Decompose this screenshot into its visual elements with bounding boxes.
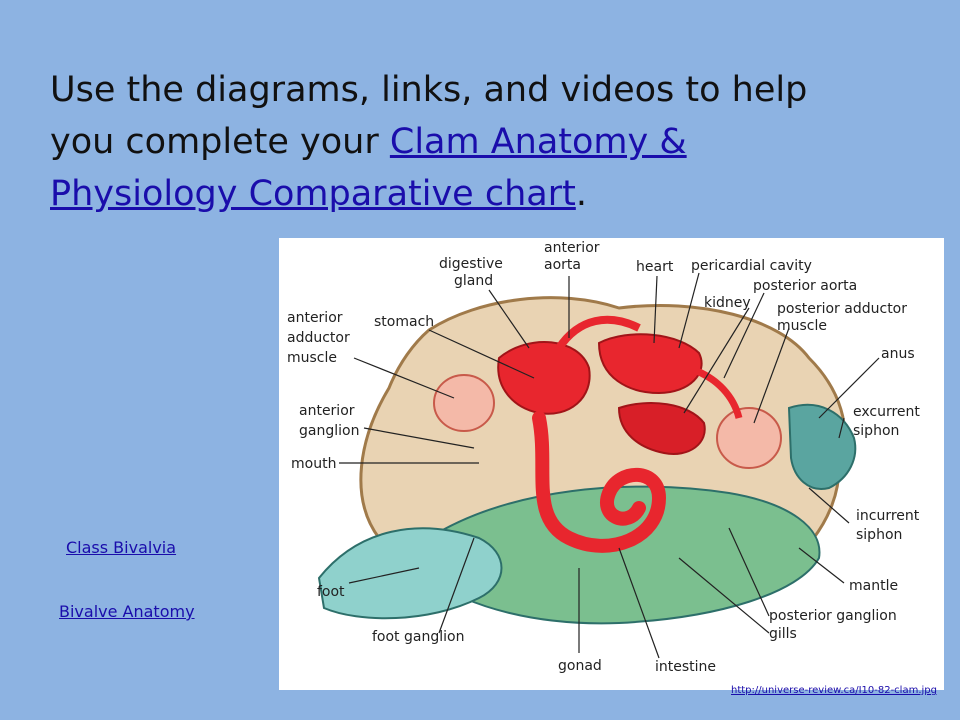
label-gills: gills [769, 626, 797, 642]
lead-pericardial [678, 272, 700, 349]
class-bivalvia-link[interactable]: Class Bivalvia [66, 538, 177, 557]
siphon [787, 403, 857, 490]
lead-heart [653, 275, 658, 344]
label-incurrent-2: siphon [856, 527, 902, 543]
lead-anus [818, 357, 880, 419]
bivalve-anatomy-link[interactable]: Bivalve Anatomy [59, 602, 195, 621]
label-foot: foot [317, 584, 345, 600]
label-stomach: stomach [374, 314, 434, 330]
label-anterior-ganglion-1: anterior [299, 403, 355, 419]
lead-intestine [618, 547, 660, 659]
clam-chart-link[interactable]: Clam Anatomy & Physiology Comparative ch… [50, 122, 687, 214]
label-pericardial-cavity: pericardial cavity [691, 258, 812, 274]
label-posterior-adductor-2: muscle [777, 318, 827, 334]
label-anus: anus [881, 346, 915, 362]
label-digestive-gland-1: digestive [439, 256, 503, 272]
label-posterior-adductor-1: posterior adductor [777, 301, 907, 317]
aorta-shape [555, 315, 641, 351]
label-anterior-adductor-2: adductor [287, 330, 350, 346]
lead-digestive-gland [488, 289, 530, 349]
stomach-shape [497, 341, 591, 415]
label-mouth: mouth [291, 456, 336, 472]
label-anterior-ganglion-2: ganglion [299, 423, 359, 439]
lead-mantle [798, 547, 845, 584]
label-gonad: gonad [558, 658, 602, 674]
label-intestine: intestine [655, 659, 716, 675]
lead-excurrent [838, 417, 845, 439]
posterior-aorta-shape [687, 364, 743, 419]
intestine-shape [532, 411, 667, 553]
lead-foot-ganglion [438, 537, 475, 634]
lead-anterior-adductor [353, 357, 455, 399]
label-excurrent-1: excurrent [853, 404, 920, 420]
label-anterior-aorta-2: aorta [544, 257, 581, 273]
label-incurrent-1: incurrent [856, 508, 920, 524]
label-kidney: kidney [704, 295, 751, 311]
lead-posterior-adductor [753, 327, 790, 424]
label-anterior-adductor-1: anterior [287, 310, 343, 326]
label-foot-ganglion: foot ganglion [372, 629, 464, 645]
lead-foot [348, 567, 420, 584]
label-excurrent-2: siphon [853, 423, 899, 439]
lead-kidney [683, 307, 750, 414]
gills-region [428, 485, 821, 625]
clam-anatomy-diagram: anterior aorta digestive gland heart per… [279, 238, 944, 690]
anterior-adductor-muscle [433, 374, 495, 432]
lead-gills [678, 557, 770, 634]
lead-stomach [428, 329, 535, 379]
label-mantle: mantle [849, 578, 898, 594]
heart-shape [597, 333, 703, 395]
slide-heading: Use the diagrams, links, and videos to h… [50, 64, 850, 220]
label-anterior-adductor-3: muscle [287, 350, 337, 366]
posterior-adductor-muscle [716, 407, 782, 469]
foot-shape [317, 527, 503, 620]
kidney-shape [617, 402, 706, 455]
label-heart: heart [636, 259, 674, 275]
label-anterior-aorta-1: anterior [544, 240, 600, 256]
label-posterior-ganglion: posterior ganglion [769, 608, 897, 624]
image-source-link[interactable]: http://universe-review.ca/I10-82-clam.jp… [731, 685, 937, 696]
lead-posterior-ganglion [728, 527, 770, 617]
label-posterior-aorta: posterior aorta [753, 278, 857, 294]
lead-incurrent [808, 487, 850, 524]
heading-text: Use the diagrams, links, and videos to h… [50, 70, 808, 162]
lead-anterior-ganglion [363, 427, 475, 449]
heading-period: . [575, 174, 587, 214]
lead-posterior-aorta [723, 292, 765, 379]
clam-illustration: anterior aorta digestive gland heart per… [287, 240, 920, 675]
label-digestive-gland-2: gland [454, 273, 493, 289]
